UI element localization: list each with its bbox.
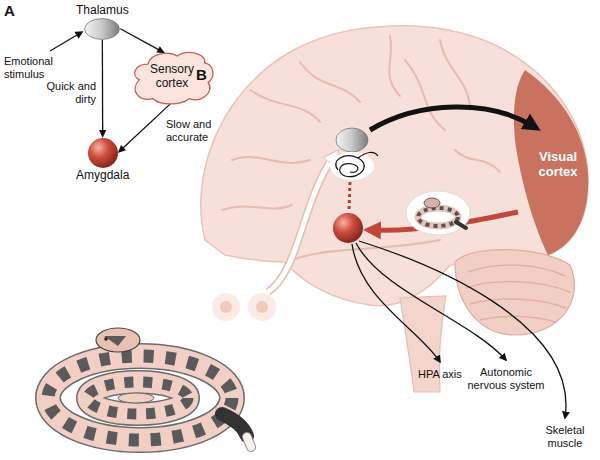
direct-pathway-dots bbox=[349, 182, 350, 210]
brain-sulci bbox=[405, 60, 445, 130]
optic-pathway-arrow bbox=[268, 156, 334, 292]
cerebellum-folia bbox=[466, 265, 570, 322]
thalamus-ellipse bbox=[84, 18, 120, 40]
output-label: HPA axis bbox=[418, 368, 462, 381]
arrowhead bbox=[118, 145, 126, 153]
rattlesnake-drawing bbox=[48, 356, 232, 440]
optic-pathway-arrow bbox=[268, 156, 334, 292]
brain-sulci bbox=[288, 240, 440, 262]
cerebellum-folia bbox=[470, 299, 566, 308]
thalamus-shape bbox=[336, 128, 368, 152]
cortex-pathway-arrow bbox=[370, 107, 533, 130]
eyes bbox=[220, 301, 232, 313]
eyes bbox=[247, 292, 277, 322]
rattlesnake-drawing bbox=[96, 328, 140, 352]
panel-letter: A bbox=[4, 2, 15, 19]
output-arrows bbox=[356, 243, 506, 360]
visual-cortex-region bbox=[514, 70, 588, 255]
brain-sulci bbox=[455, 150, 500, 172]
rough-snake-sketch bbox=[336, 152, 378, 176]
rattlesnake-drawing bbox=[88, 382, 188, 414]
edge-label: Slow and accurate bbox=[166, 118, 218, 143]
rattlesnake-drawing bbox=[104, 337, 108, 341]
output-label: Skeletal muscle bbox=[535, 424, 595, 449]
cerebellum-folia bbox=[466, 282, 570, 292]
direct-pathway-dots bbox=[349, 182, 350, 210]
amygdala-shape bbox=[333, 213, 363, 243]
detailed-snake-image bbox=[424, 198, 440, 208]
brain-sulci bbox=[232, 157, 310, 163]
detailed-snake-image bbox=[406, 191, 470, 235]
rough-snake-sketch bbox=[330, 152, 378, 180]
cloud-outline bbox=[135, 52, 213, 103]
rattlesnake-drawing bbox=[48, 356, 232, 440]
detailed-snake-image bbox=[456, 222, 466, 228]
rattlesnake-drawing bbox=[88, 382, 188, 414]
arrowhead bbox=[99, 130, 106, 138]
node-label: Sensory cortex bbox=[147, 63, 197, 91]
detailed-snake-image bbox=[418, 208, 458, 226]
rattlesnake-drawing bbox=[247, 437, 251, 447]
detailed-snake-image bbox=[418, 208, 458, 226]
stimulus-arrow bbox=[50, 32, 82, 51]
region-label: Visual cortex bbox=[530, 150, 586, 180]
output-label: Autonomic nervous system bbox=[466, 366, 546, 391]
rattlesnake-drawing bbox=[48, 328, 251, 447]
stimulus-arrow bbox=[50, 32, 82, 51]
brain-sulci bbox=[222, 205, 292, 210]
eyes bbox=[256, 301, 268, 313]
rattlesnake-drawing bbox=[222, 414, 247, 436]
connector-line bbox=[102, 40, 104, 131]
connector-arrow bbox=[120, 29, 165, 53]
brain-sulci bbox=[300, 62, 360, 102]
arrowhead bbox=[156, 46, 165, 53]
eyes bbox=[211, 292, 241, 322]
rattlesnake-drawing bbox=[88, 382, 188, 414]
rattlesnake-drawing bbox=[48, 356, 232, 440]
amygdala-sphere bbox=[88, 138, 118, 168]
brain-outline bbox=[201, 26, 588, 392]
connector-arrow bbox=[118, 104, 171, 153]
connector-line bbox=[120, 29, 159, 50]
edge-label: Quick and dirty bbox=[40, 80, 96, 105]
panel-letter: B bbox=[196, 66, 207, 83]
connector-line bbox=[123, 104, 170, 148]
node-label: Thalamus bbox=[76, 4, 129, 18]
rattlesnake-drawing bbox=[104, 336, 126, 346]
brain-outline bbox=[455, 250, 574, 335]
connector-arrow bbox=[99, 40, 106, 138]
rattlesnake-drawing bbox=[118, 393, 154, 403]
input-label: Emotional stimulus bbox=[4, 55, 56, 80]
amygdala-sphere bbox=[88, 138, 118, 168]
output-arrows bbox=[352, 244, 440, 362]
optic-pathway-arrow bbox=[268, 156, 334, 292]
thalamus-shape bbox=[336, 128, 368, 152]
rattlesnake-drawing bbox=[247, 437, 251, 447]
visual-cortex-region bbox=[514, 70, 588, 255]
detailed-snake-image bbox=[406, 191, 470, 235]
brain-sulci bbox=[389, 36, 400, 96]
brain-sulci bbox=[222, 36, 500, 262]
output-arrows bbox=[359, 241, 566, 418]
cerebellum-folia bbox=[468, 265, 565, 276]
node-label: Amygdala bbox=[76, 169, 129, 183]
cortex-pathway-arrow bbox=[370, 107, 533, 130]
amygdala-node: Amygdala bbox=[76, 138, 129, 183]
output-arrows bbox=[352, 241, 566, 418]
brain-sulci bbox=[440, 40, 470, 110]
brain-sulci bbox=[250, 90, 320, 122]
amygdala-shape bbox=[333, 213, 363, 243]
thalamus-node: Thalamus bbox=[76, 4, 129, 40]
thalamus-ellipse bbox=[85, 18, 120, 39]
